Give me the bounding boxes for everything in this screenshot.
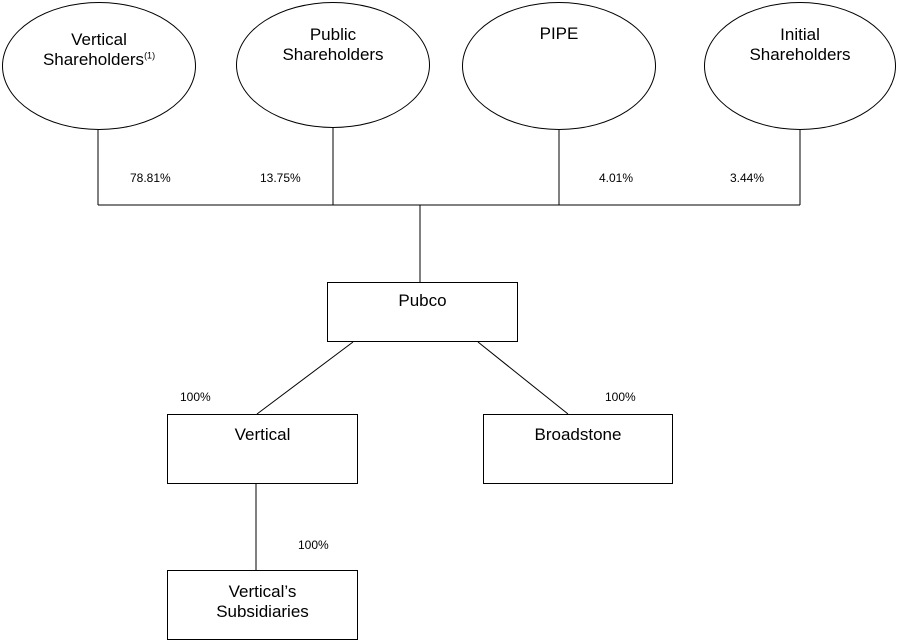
public-shareholders-label-line1: Public [309, 25, 357, 44]
public-shareholders-label-line2: Shareholders [282, 45, 384, 64]
subsidiaries-box: Vertical’s Subsidiaries [167, 570, 358, 640]
footnote-marker: (1) [144, 50, 156, 61]
pipe-pct: 4.01% [599, 171, 634, 185]
subsidiaries-label-line2: Subsidiaries [216, 602, 309, 621]
pubco-box: Pubco [327, 282, 518, 342]
connector-pubco-to-broadstone [477, 341, 569, 415]
connector-pubco-to-vertical [256, 341, 354, 415]
initial-shareholders-node: Initial Shareholders [704, 2, 896, 130]
vertical-shareholders-node: Vertical Shareholders(1) [2, 2, 196, 130]
vertical-shareholders-pct: 78.81% [130, 171, 171, 185]
initial-shareholders-pct: 3.44% [730, 171, 765, 185]
vertical-shareholders-label-line2: Shareholders [42, 50, 145, 69]
initial-shareholders-label-line2: Shareholders [749, 45, 851, 64]
broadstone-ownership-pct: 100% [605, 390, 636, 404]
broadstone-box: Broadstone [483, 414, 673, 484]
subsidiaries-ownership-pct: 100% [298, 538, 329, 552]
subsidiaries-label-line1: Vertical’s [228, 582, 297, 601]
vertical-label: Vertical [234, 425, 291, 444]
pipe-node: PIPE [462, 2, 656, 130]
broadstone-label: Broadstone [534, 425, 622, 444]
public-shareholders-pct: 13.75% [260, 171, 301, 185]
initial-shareholders-label-line1: Initial [780, 25, 820, 44]
vertical-shareholders-label-line1: Vertical [71, 30, 127, 49]
vertical-ownership-pct: 100% [180, 390, 211, 404]
pubco-label: Pubco [398, 291, 447, 310]
public-shareholders-node: Public Shareholders [236, 2, 430, 128]
pipe-label: PIPE [539, 24, 579, 43]
vertical-box: Vertical [167, 414, 358, 484]
